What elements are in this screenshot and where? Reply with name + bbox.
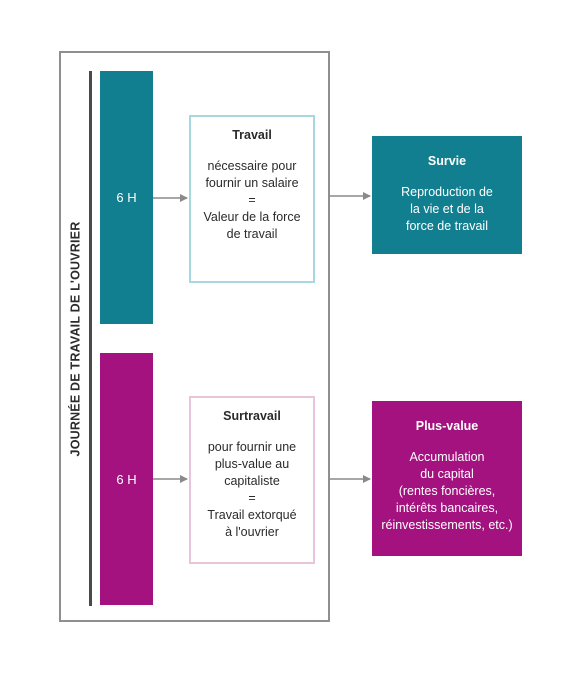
workday-axis-line: [89, 71, 92, 606]
survival-title: Survie: [427, 154, 467, 168]
survival-box: Survie Reproduction de la vie et de la f…: [372, 136, 522, 254]
surplus-value-line: du capital: [420, 467, 474, 481]
necessary-labor-line: fournir un salaire: [205, 176, 299, 190]
surplus-labor-line: plus-value au: [214, 457, 290, 471]
survival-line: Reproduction de: [401, 185, 493, 199]
surplus-labor-box: Surtravail pour fournir une plus-value a…: [189, 396, 315, 564]
surplus-labor-hours: 6 H: [116, 471, 137, 487]
surplus-labor-line: capitaliste: [224, 474, 280, 488]
surplus-value-line: Accumulation: [409, 450, 485, 464]
necessary-labor-line: nécessaire pour: [207, 159, 297, 173]
surplus-labor-line: Travail extorqué: [207, 508, 297, 522]
necessary-labor-line: =: [248, 193, 256, 207]
surplus-labor-line: =: [248, 491, 256, 505]
surplus-labor-line: à l'ouvrier: [225, 525, 279, 539]
surplus-value-line: intérêts bancaires,: [395, 501, 499, 515]
necessary-labor-line: Valeur de la force: [203, 210, 301, 224]
necessary-labor-title: Travail: [232, 128, 272, 142]
surplus-value-line: (rentes foncières,: [398, 484, 496, 498]
surplus-value-line: réinvestissements, etc.): [381, 518, 513, 532]
surplus-value-title: Plus-value: [415, 419, 479, 433]
surplus-value-box: Plus-value Accumulation du capital (rent…: [372, 401, 522, 556]
necessary-labor-box: Travail nécessaire pour fournir un salai…: [189, 115, 315, 283]
surplus-labor-title: Surtravail: [223, 409, 281, 423]
survival-line: la vie et de la: [410, 202, 484, 216]
surplus-labor-line: pour fournir une: [207, 440, 297, 454]
necessary-labor-hours: 6 H: [116, 190, 137, 205]
necessary-labor-line: de travail: [226, 227, 278, 241]
workday-frame: [59, 51, 330, 622]
survival-line: force de travail: [406, 219, 488, 233]
surplus-labor-bar: 6 H: [100, 353, 153, 605]
necessary-labor-bar: 6 H: [100, 71, 153, 324]
